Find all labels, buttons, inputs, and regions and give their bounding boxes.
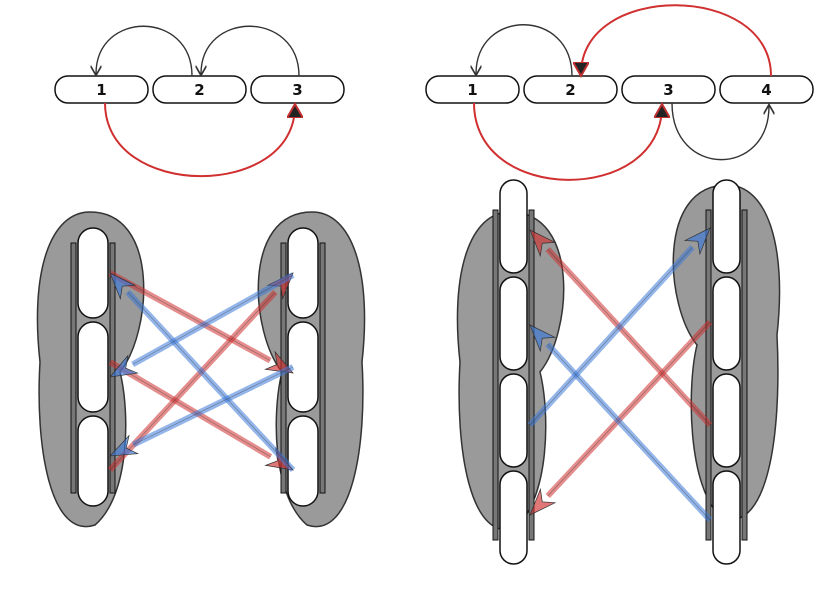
transfer-arrow-edge [547,321,711,497]
transfer-arrow-edge [109,361,271,458]
skate-rail [705,209,712,541]
skate-wheel [77,321,109,413]
transfer-arrow-edge [132,274,294,365]
skate-wheel [712,179,741,274]
position-label: 2 [194,81,204,99]
transfer-arrowhead [529,324,557,353]
skate-wheel [712,373,741,468]
position-label: 2 [565,81,575,99]
black-transition-arrow [476,24,573,76]
position-label: 4 [761,81,771,99]
skate-rail [492,209,499,541]
position-box [523,75,618,104]
position-label: 1 [96,81,106,99]
skate-wheel [77,415,109,507]
red-transition-arrow [581,4,772,76]
position-label: 1 [467,81,477,99]
position-box [719,75,814,104]
position-label: 3 [663,81,673,99]
skate-rail [741,209,748,541]
transfer-arrowhead [683,227,711,256]
skate-wheel [712,276,741,371]
skates [36,179,781,565]
left-sequence: 1 2 3 [54,25,345,178]
skate-wheel [287,415,319,507]
skate-wheel [499,179,528,274]
black-transition-arrow [671,102,769,161]
skate-wheel [287,227,319,319]
transfer-arrow-edge [547,248,711,426]
transfer-arrow-edge [127,291,294,471]
transfer-arrow-edge [547,343,711,521]
transfer-arrowhead [109,354,139,378]
black-transition-arrow [201,25,300,76]
skate-wheel [499,470,528,565]
transfer-arrow-edge [529,246,693,426]
transfer-arrow-edge [133,366,294,445]
skate-wheel [712,470,741,565]
skate-wheel [77,227,109,319]
black-transition-arrow [96,25,193,76]
transfer-arrowhead [529,229,557,258]
transfer-arrowhead [109,434,140,457]
red-transition-arrow [473,103,662,181]
position-label: 3 [292,81,302,99]
transfer-arrowhead [529,487,557,516]
right-sequence: 1 2 3 4 [425,4,814,181]
red-transition-arrow [104,103,295,178]
transfer-arrowhead [109,272,137,301]
skate-rail [70,242,77,494]
skate-wheel [499,276,528,371]
skate-wheel [499,373,528,468]
skate-rail [319,242,326,494]
skate-rail [528,209,535,541]
transfer-arrow-edge [109,272,271,361]
